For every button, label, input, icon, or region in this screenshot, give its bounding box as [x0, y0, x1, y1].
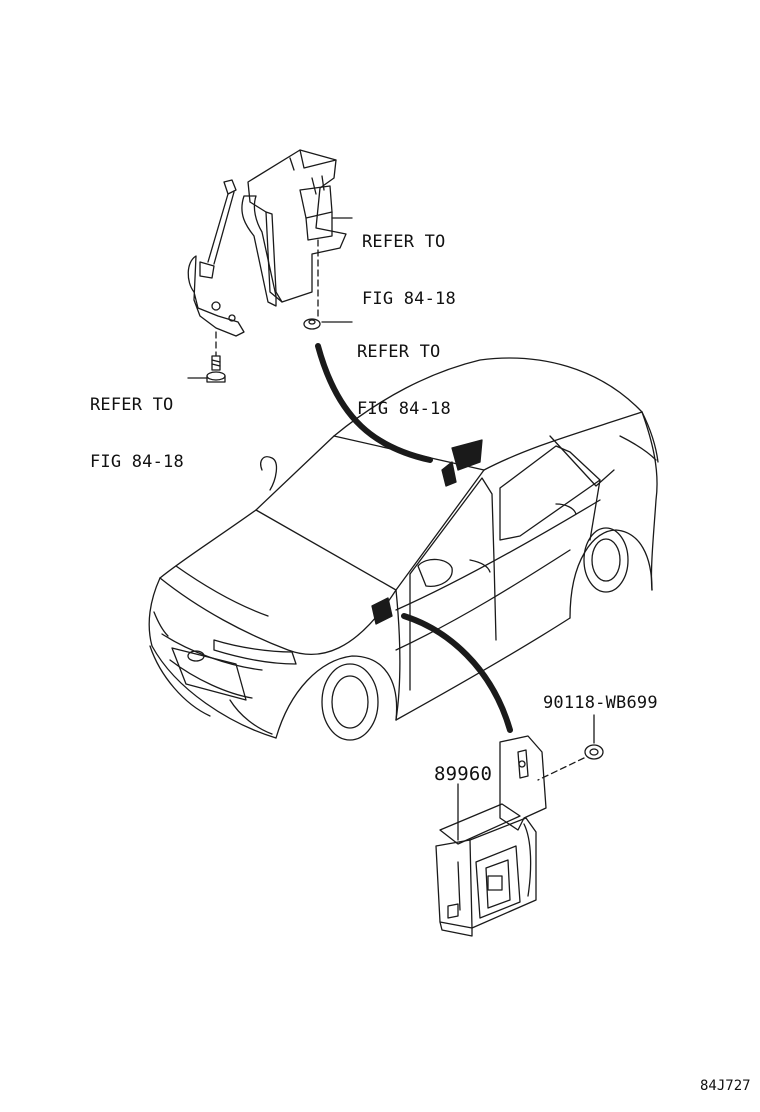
- callout-nut-part-number: 90118-WB699: [543, 693, 658, 713]
- sensor-nut: [303, 318, 321, 330]
- figure-code: 84J727: [700, 1078, 751, 1094]
- sensor-bolt: [206, 355, 226, 383]
- ecu-89960: [435, 735, 547, 937]
- callout-refer-upper: REFER TO FIG 84-18: [362, 195, 456, 347]
- callout-refer-middle-line1: REFER TO: [357, 342, 441, 362]
- callout-refer-upper-line2: FIG 84-18: [362, 289, 456, 309]
- nut-90118: [537, 714, 604, 781]
- callout-refer-middle-line2: FIG 84-18: [357, 399, 451, 419]
- height-control-sensor: [187, 149, 347, 357]
- sedan-car: [148, 357, 659, 741]
- callout-refer-left-line1: REFER TO: [90, 395, 174, 415]
- callout-refer-left: REFER TO FIG 84-18: [90, 358, 184, 510]
- callout-refer-middle: REFER TO FIG 84-18: [357, 305, 451, 457]
- callout-refer-left-line2: FIG 84-18: [90, 452, 184, 472]
- callout-ecu-part-number: 89960: [434, 763, 493, 785]
- pointer-to-sensor: [315, 343, 433, 463]
- pointer-to-ecu: [401, 613, 513, 733]
- callout-refer-upper-line1: REFER TO: [362, 232, 446, 252]
